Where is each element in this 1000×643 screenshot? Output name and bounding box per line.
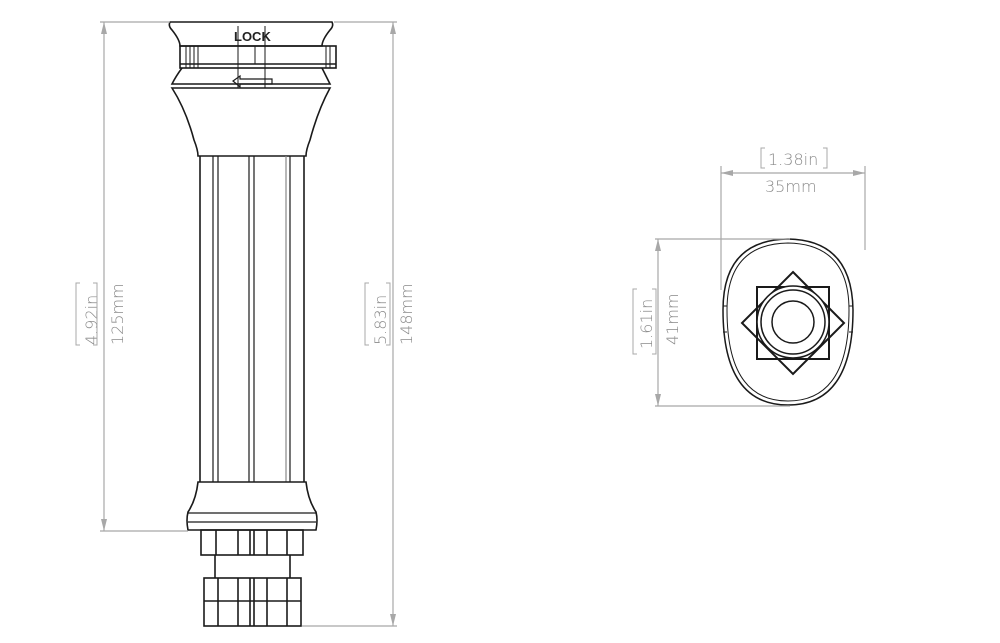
svg-text:35mm: 35mm xyxy=(765,177,817,196)
upper-nut xyxy=(200,529,304,556)
dim-148mm: 5.83in 148mm xyxy=(364,282,416,346)
diamond-boss xyxy=(740,270,846,376)
flared-neck xyxy=(170,87,332,157)
dim-41mm: 1.61in 41mm xyxy=(632,288,682,355)
shaft xyxy=(199,156,305,482)
collar xyxy=(170,67,332,85)
center-bore xyxy=(771,300,815,344)
arrow-down-icon xyxy=(390,614,396,626)
arrow-down-icon xyxy=(655,394,661,406)
svg-text:1.38in: 1.38in xyxy=(768,150,818,169)
lower-collar xyxy=(186,481,318,531)
svg-text:1.61in: 1.61in xyxy=(637,299,656,349)
lock-direction-arrow-icon xyxy=(232,74,273,89)
svg-text:148mm: 148mm xyxy=(397,283,416,345)
side-view xyxy=(168,21,337,627)
top-view xyxy=(722,238,854,406)
arrow-left-icon xyxy=(721,170,733,176)
svg-text:5.83in: 5.83in xyxy=(371,295,390,345)
lower-nut xyxy=(203,577,302,627)
dim-35mm: 1.38in 35mm xyxy=(760,147,828,196)
svg-text:41mm: 41mm xyxy=(663,293,682,345)
dimension-lines-side xyxy=(100,21,397,627)
outer-oval xyxy=(722,238,854,406)
svg-text:125mm: 125mm xyxy=(108,283,127,345)
arrow-right-icon xyxy=(853,170,865,176)
dim-125mm: 4.92in 125mm xyxy=(75,282,127,346)
inner-oval xyxy=(726,242,850,402)
dimension-lines-top xyxy=(655,166,866,407)
arrow-up-icon xyxy=(655,239,661,251)
lock-label: LOCK xyxy=(234,29,271,44)
arrow-down-icon xyxy=(101,519,107,531)
lock-ring xyxy=(179,45,337,69)
outer-ring xyxy=(756,285,830,359)
arrow-up-icon xyxy=(101,22,107,34)
svg-text:4.92in: 4.92in xyxy=(82,295,101,345)
arrow-up-icon xyxy=(390,22,396,34)
